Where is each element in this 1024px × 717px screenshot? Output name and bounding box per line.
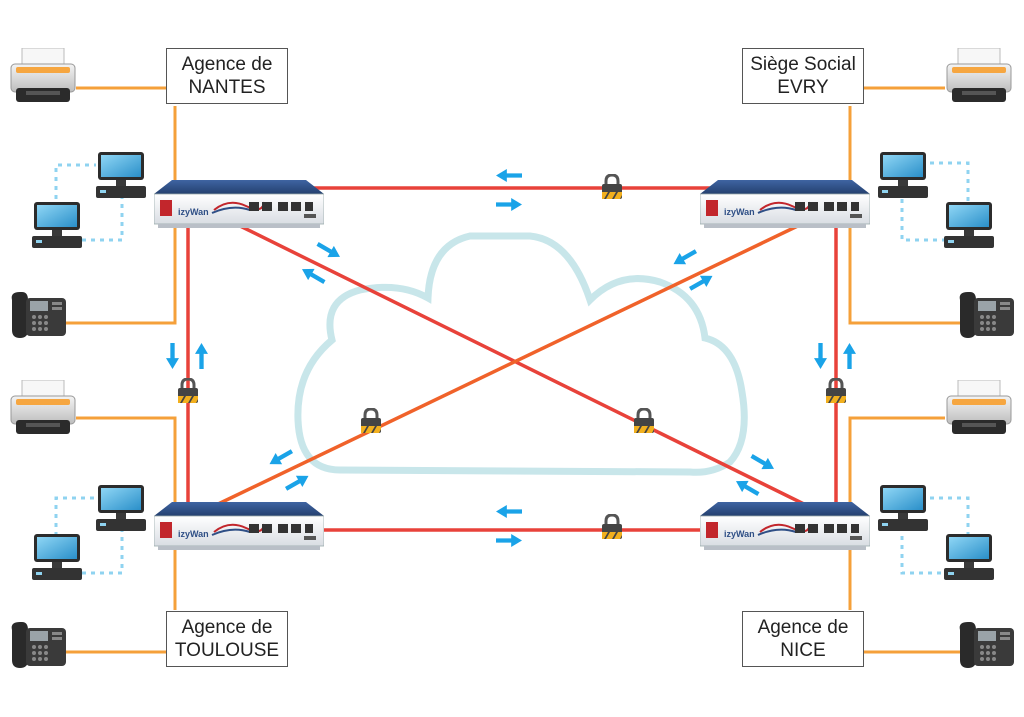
router-brand-label: izyWan (724, 529, 755, 539)
devices-left (10, 48, 146, 668)
flow-arrow-icon (282, 470, 312, 495)
site-label-line2: TOULOUSE (174, 640, 280, 661)
dotted-lines (54, 161, 970, 575)
desktop-computer-icon (32, 534, 82, 580)
flow-arrow-icon (732, 475, 762, 500)
devices-right (878, 48, 1014, 668)
flow-arrow-icon (670, 245, 700, 270)
site-label-line1: Agence de (181, 54, 273, 75)
ip-phone-icon (959, 292, 1014, 338)
padlock-icon (600, 514, 624, 540)
router-toulouse: izyWan (154, 502, 324, 551)
site-label-line2: EVRY (777, 77, 829, 98)
flow-arrow-icon (166, 343, 179, 369)
site-label-nice: Agence de NICE (742, 611, 864, 667)
padlock-icon (632, 408, 656, 434)
desktop-computer-icon (878, 485, 928, 531)
flow-arrow-icon (496, 169, 522, 182)
router-brand-label: izyWan (724, 207, 755, 217)
flow-arrow-icon (496, 505, 522, 518)
padlock-icon (600, 174, 624, 200)
flow-arrow-icon (748, 450, 778, 475)
ip-phone-icon (959, 622, 1014, 668)
vpn-links (186, 186, 838, 532)
desktop-computer-icon (32, 202, 82, 248)
flow-arrow-icon (814, 343, 827, 369)
router-evry: izyWan (700, 180, 870, 229)
site-label-line1: Agence de (757, 617, 849, 638)
ip-phone-icon (11, 292, 66, 338)
desktop-computer-icon (944, 534, 994, 580)
flow-arrow-icon (496, 534, 522, 547)
ip-phone-icon (11, 622, 66, 668)
internet-cloud (294, 232, 748, 476)
site-label-line2: NICE (780, 640, 826, 661)
desktop-computer-icon (96, 152, 146, 198)
printer-icon (10, 48, 76, 103)
routers: izyWan izyWan izyWan izyWan (154, 180, 870, 551)
printer-icon (10, 380, 76, 435)
desktop-computer-icon (878, 152, 928, 198)
flow-arrow-icon (843, 343, 856, 369)
site-label-line1: Agence de (181, 617, 273, 638)
site-label-line1: Siège Social (750, 54, 856, 75)
router-brand-label: izyWan (178, 207, 209, 217)
router-nice: izyWan (700, 502, 870, 551)
desktop-computer-icon (944, 202, 994, 248)
flow-arrow-icon (314, 238, 344, 263)
printer-icon (946, 48, 1012, 103)
site-label-toulouse: Agence de TOULOUSE (166, 611, 288, 667)
printer-icon (946, 380, 1012, 435)
site-label-line2: NANTES (188, 77, 266, 98)
flow-arrow-icon (266, 445, 296, 470)
padlock-icon (359, 408, 383, 434)
desktop-computer-icon (96, 485, 146, 531)
flow-arrow-icon (195, 343, 208, 369)
site-label-nantes: Agence de NANTES (166, 48, 288, 104)
lan-lines (62, 86, 962, 654)
flow-arrow-icon (496, 198, 522, 211)
router-nantes: izyWan (154, 180, 324, 229)
site-label-evry: Siège Social EVRY (742, 48, 864, 104)
router-brand-label: izyWan (178, 529, 209, 539)
